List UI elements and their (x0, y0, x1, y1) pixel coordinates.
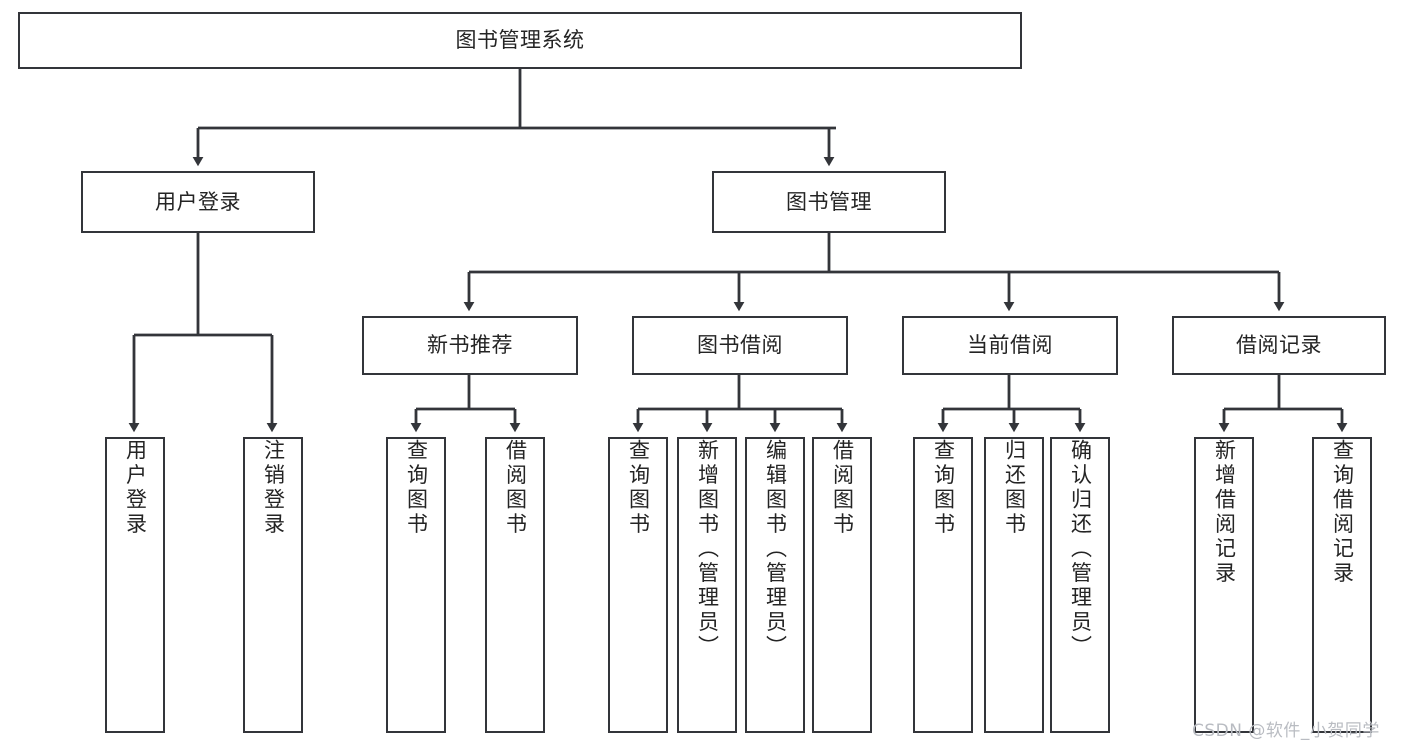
leaf-borrow-book[interactable]: 借阅图书 (812, 437, 872, 733)
node-current-borrow[interactable]: 当前借阅 (902, 316, 1118, 375)
leaf-user-logout-label: 注销登录 (261, 439, 286, 537)
node-borrow-record-label: 借阅记录 (1236, 333, 1322, 358)
leaf-query-book-current[interactable]: 查询图书 (913, 437, 973, 733)
node-book-borrow-label: 图书借阅 (697, 333, 783, 358)
leaf-borrow-book-label: 借阅图书 (830, 439, 855, 537)
leaf-confirm-return-admin[interactable]: 确认归还（管理员） (1050, 437, 1110, 733)
node-borrow-record[interactable]: 借阅记录 (1172, 316, 1386, 375)
node-book-borrow[interactable]: 图书借阅 (632, 316, 848, 375)
node-book-management-label: 图书管理 (786, 189, 872, 214)
node-root-label: 图书管理系统 (455, 28, 585, 53)
node-book-management[interactable]: 图书管理 (712, 171, 946, 233)
leaf-return-book-label: 归还图书 (1002, 439, 1027, 537)
node-new-book-recommend[interactable]: 新书推荐 (362, 316, 578, 375)
leaf-user-login-label: 用户登录 (123, 439, 148, 537)
leaf-user-login[interactable]: 用户登录 (105, 437, 165, 733)
leaf-query-book-borrow-label: 查询图书 (626, 439, 651, 537)
leaf-edit-book-admin[interactable]: 编辑图书（管理员） (745, 437, 805, 733)
leaf-query-borrow-record-label: 查询借阅记录 (1330, 439, 1355, 586)
node-user-login-label: 用户登录 (155, 189, 241, 214)
leaf-query-book-recommend[interactable]: 查询图书 (386, 437, 446, 733)
leaf-add-borrow-record[interactable]: 新增借阅记录 (1194, 437, 1254, 733)
leaf-add-book-admin-label: 新增图书（管理员） (695, 439, 720, 660)
node-user-login[interactable]: 用户登录 (81, 171, 315, 233)
leaf-query-book-recommend-label: 查询图书 (404, 439, 429, 537)
node-new-book-recommend-label: 新书推荐 (427, 333, 513, 358)
leaf-borrow-book-recommend-label: 借阅图书 (503, 439, 528, 537)
leaf-query-borrow-record[interactable]: 查询借阅记录 (1312, 437, 1372, 733)
leaf-borrow-book-recommend[interactable]: 借阅图书 (485, 437, 545, 733)
leaf-query-book-borrow[interactable]: 查询图书 (608, 437, 668, 733)
node-current-borrow-label: 当前借阅 (967, 333, 1053, 358)
leaf-add-book-admin[interactable]: 新增图书（管理员） (677, 437, 737, 733)
node-root[interactable]: 图书管理系统 (18, 12, 1022, 69)
leaf-add-borrow-record-label: 新增借阅记录 (1212, 439, 1237, 586)
leaf-query-book-current-label: 查询图书 (931, 439, 956, 537)
leaf-confirm-return-admin-label: 确认归还（管理员） (1068, 439, 1093, 660)
leaf-edit-book-admin-label: 编辑图书（管理员） (763, 439, 788, 660)
leaf-user-logout[interactable]: 注销登录 (243, 437, 303, 733)
leaf-return-book[interactable]: 归还图书 (984, 437, 1044, 733)
